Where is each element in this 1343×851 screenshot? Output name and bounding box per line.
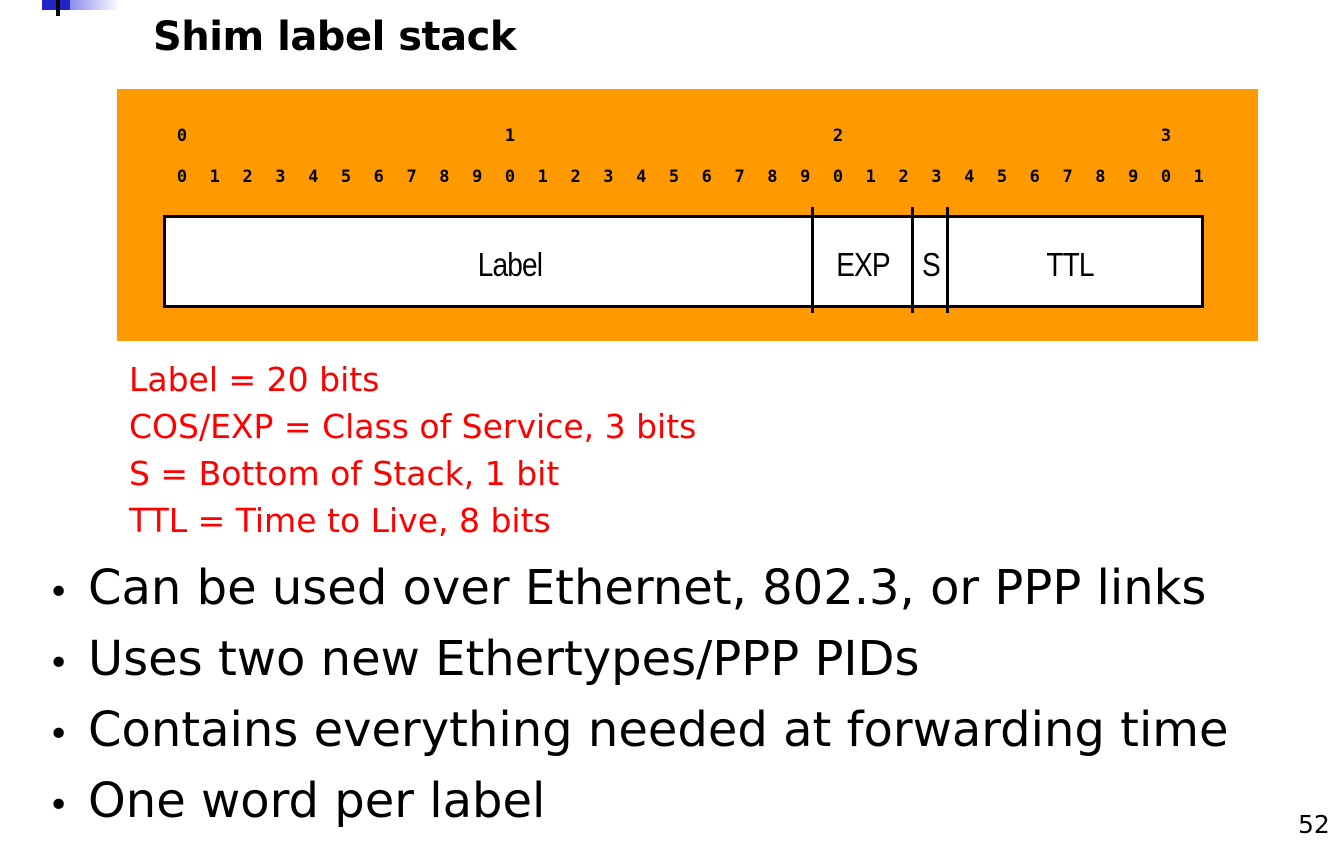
slide-title: Shim label stack	[153, 14, 516, 60]
field-label-label: Label	[477, 246, 543, 283]
bit-ones-label: 4	[964, 167, 975, 187]
bit-ones-label: 9	[1128, 167, 1139, 187]
bit-ones-label: 5	[996, 167, 1008, 187]
bullet-item: • One word per label	[48, 768, 1229, 839]
bit-ones-label: 2	[898, 167, 909, 187]
bit-ones-label: 1	[865, 167, 876, 187]
bit-ones-label: 7	[734, 167, 745, 187]
bit-tens-label: 1	[504, 126, 516, 146]
bullet-text: Uses two new Ethertypes/PPP PIDs	[88, 631, 920, 687]
bullet-list: • Can be used over Ethernet, 802.3, or PP…	[48, 555, 1229, 839]
bit-ones-row: 0 1 2 3 4 5 6 7 8 9 0 1 2 3 4 5 6 7 8 9 0 1 2 3 4 5 6 7 8 9 0 1	[117, 167, 1258, 187]
bit-ones-label: 2	[570, 167, 581, 187]
field-label-s: S	[922, 246, 941, 283]
shim-header-frame	[163, 215, 1204, 308]
bullet-dot-icon: •	[48, 714, 70, 755]
bit-ones-label: 5	[340, 167, 352, 187]
bullet-item: • Uses two new Ethertypes/PPP PIDs	[48, 626, 1229, 697]
bit-ones-label: 3	[603, 167, 614, 187]
bit-ones-label: 4	[636, 167, 647, 187]
field-divider-s-ttl	[946, 207, 949, 313]
bit-ones-label: 3	[275, 167, 286, 187]
note-ttl-bits: TTL = Time to Live, 8 bits	[129, 501, 551, 540]
bit-ones-label: 0	[832, 167, 844, 187]
bullet-dot-icon: •	[48, 643, 70, 684]
bit-tens-label: 3	[1160, 126, 1172, 146]
bit-ones-label: 0	[176, 167, 188, 187]
bullet-item: • Can be used over Ethernet, 802.3, or PP…	[48, 555, 1229, 626]
bit-ones-label: 9	[800, 167, 811, 187]
bit-tens-label: 0	[176, 126, 188, 146]
corner-gradient-bar	[70, 0, 120, 10]
bit-ones-label: 1	[209, 167, 220, 187]
bit-ones-label: 0	[504, 167, 516, 187]
bit-ones-label: 6	[1029, 167, 1040, 187]
bit-ones-label: 7	[406, 167, 417, 187]
bit-ones-label: 8	[1095, 167, 1106, 187]
bit-tens-label: 2	[832, 126, 844, 146]
bullet-item: • Contains everything needed at forwardin…	[48, 697, 1229, 768]
bullet-text: Can be used over Ethernet, 802.3, or PPP…	[88, 560, 1207, 616]
note-s-bits: S = Bottom of Stack, 1 bit	[129, 454, 560, 493]
bit-ones-label: 3	[931, 167, 942, 187]
corner-tick-mark	[56, 0, 60, 16]
bit-ones-label: 9	[472, 167, 483, 187]
note-label-bits: Label = 20 bits	[129, 360, 380, 399]
bit-ones-label: 4	[308, 167, 319, 187]
bit-ones-label: 2	[242, 167, 253, 187]
field-label-exp: EXP	[836, 246, 890, 283]
bit-ones-label: 8	[767, 167, 778, 187]
bit-ones-label: 0	[1160, 167, 1172, 187]
bit-tens-row: 0 1 2 3	[117, 126, 1258, 146]
note-exp-bits: COS/EXP = Class of Service, 3 bits	[129, 407, 697, 446]
bit-ones-label: 1	[1193, 167, 1204, 187]
bullet-text: One word per label	[88, 773, 546, 829]
bullet-dot-icon: •	[48, 572, 70, 613]
bit-ones-label: 8	[439, 167, 450, 187]
bit-ones-label: 7	[1062, 167, 1073, 187]
field-divider-label-exp	[811, 207, 814, 313]
field-label-ttl: TTL	[1046, 246, 1094, 283]
bit-ones-label: 6	[373, 167, 384, 187]
bullet-text: Contains everything needed at forwarding…	[88, 702, 1229, 758]
slide-corner-decoration	[0, 0, 120, 16]
bit-ones-label: 5	[668, 167, 680, 187]
bit-ones-label: 1	[537, 167, 548, 187]
field-notes: Label = 20 bits COS/EXP = Class of Servi…	[129, 356, 696, 544]
field-divider-exp-s	[911, 207, 914, 313]
page-number: 52	[1298, 810, 1330, 839]
bit-ones-label: 6	[701, 167, 712, 187]
bullet-dot-icon: •	[48, 785, 70, 826]
